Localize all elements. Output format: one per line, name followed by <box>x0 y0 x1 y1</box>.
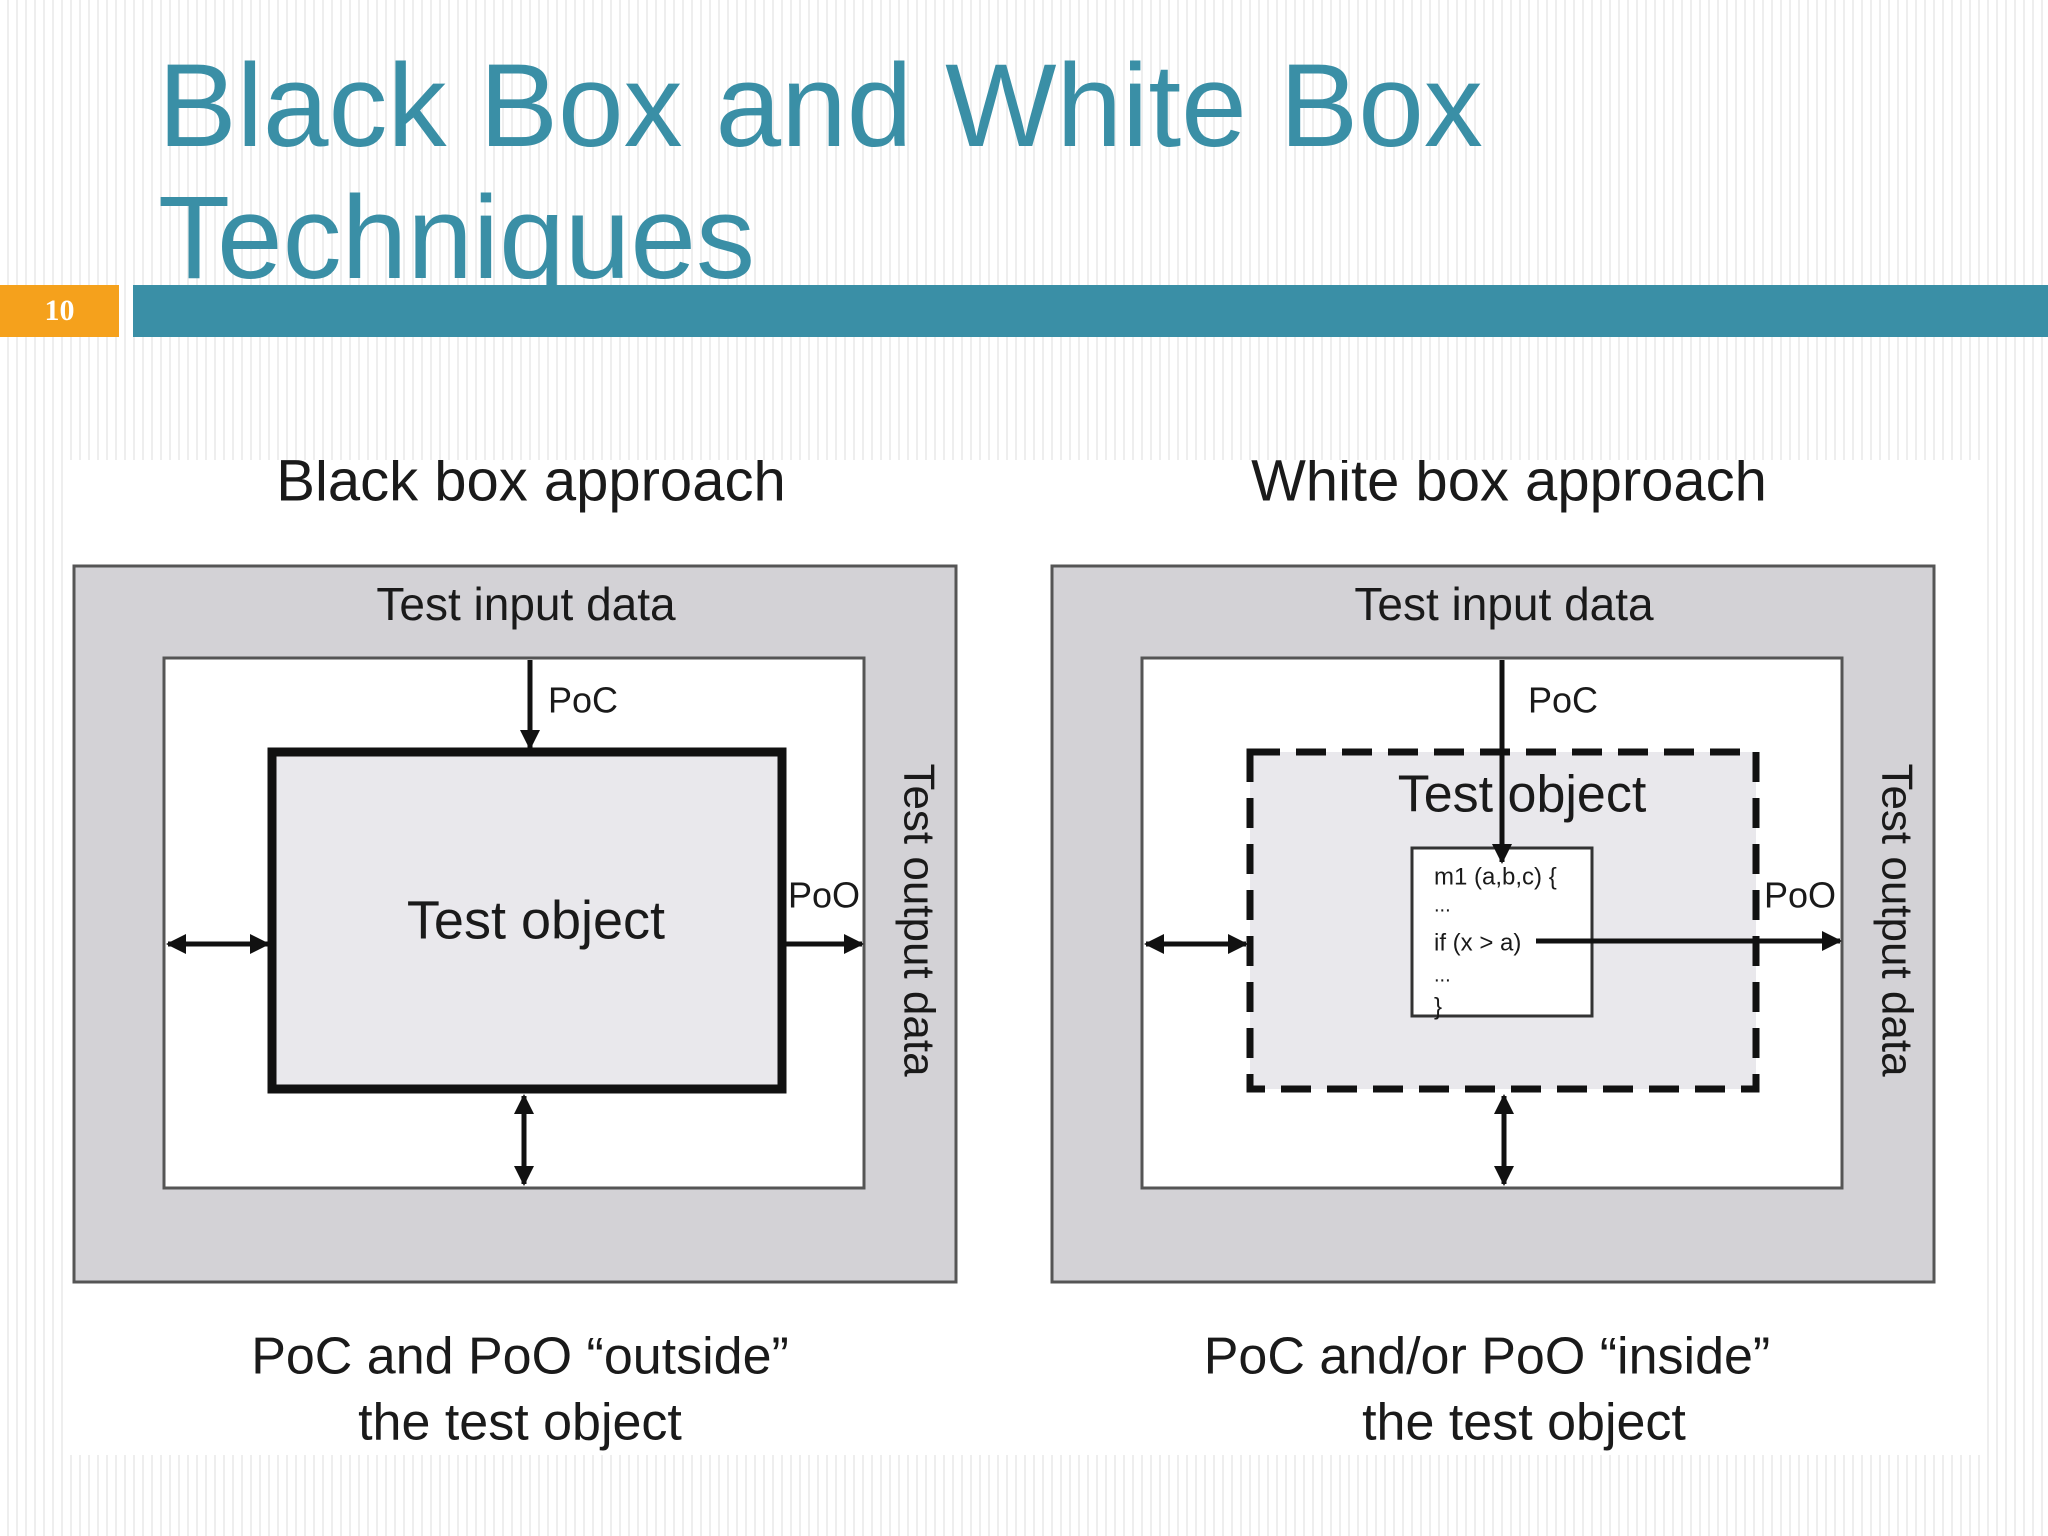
white-box-code-line-2: ... <box>1434 894 1451 916</box>
white-box-output-label: Test output data <box>1872 763 1921 1077</box>
title-accent-bar <box>133 285 2048 337</box>
white-box-object-label: Test object <box>1398 766 1647 824</box>
black-box-test-object <box>267 747 787 1094</box>
black-box-heading: Black box approach <box>276 460 785 513</box>
slide-title-line-1: Black Box and White Box <box>158 40 1483 172</box>
white-box-code-line-3: if (x > a) <box>1434 929 1521 956</box>
white-box-code-line-4: ... <box>1434 964 1451 986</box>
black-box-caption-line-2: the test object <box>358 1394 682 1452</box>
white-box-caption-line-1: PoC and/or PoO “inside” <box>1204 1328 1771 1386</box>
white-box-code-box <box>1410 846 1594 1018</box>
slide-title-line-2: Techniques <box>158 172 755 304</box>
black-box-input-label: Test input data <box>376 578 676 630</box>
black-box-poo-label: PoO <box>788 875 860 916</box>
white-box-poc-label: PoC <box>1528 680 1598 721</box>
white-box-code-line-1: m1 (a,b,c) { <box>1434 863 1557 890</box>
black-box-output-label: Test output data <box>894 763 943 1077</box>
white-box-panel: White box approach Test input data Test … <box>1050 460 1936 1452</box>
slide-title: Black Box and White Box Techniques <box>158 40 1483 304</box>
white-box-heading: White box approach <box>1251 460 1767 513</box>
white-box-code-line-5: } <box>1434 993 1442 1020</box>
black-box-caption-line-1: PoC and PoO “outside” <box>251 1328 789 1386</box>
black-box-poc-label: PoC <box>548 680 618 721</box>
white-box-poo-label: PoO <box>1764 875 1836 916</box>
white-box-input-label: Test input data <box>1354 578 1654 630</box>
black-box-panel: Black box approach Test input data Test … <box>72 460 958 1452</box>
black-box-object-label: Test object <box>407 890 665 950</box>
diagram-svg: Black box approach Test input data Test … <box>72 460 1936 1452</box>
white-box-caption-line-2: the test object <box>1362 1394 1686 1452</box>
slide-number: 10 <box>0 285 119 337</box>
diagram-figure: Black box approach Test input data Test … <box>66 460 1986 1455</box>
